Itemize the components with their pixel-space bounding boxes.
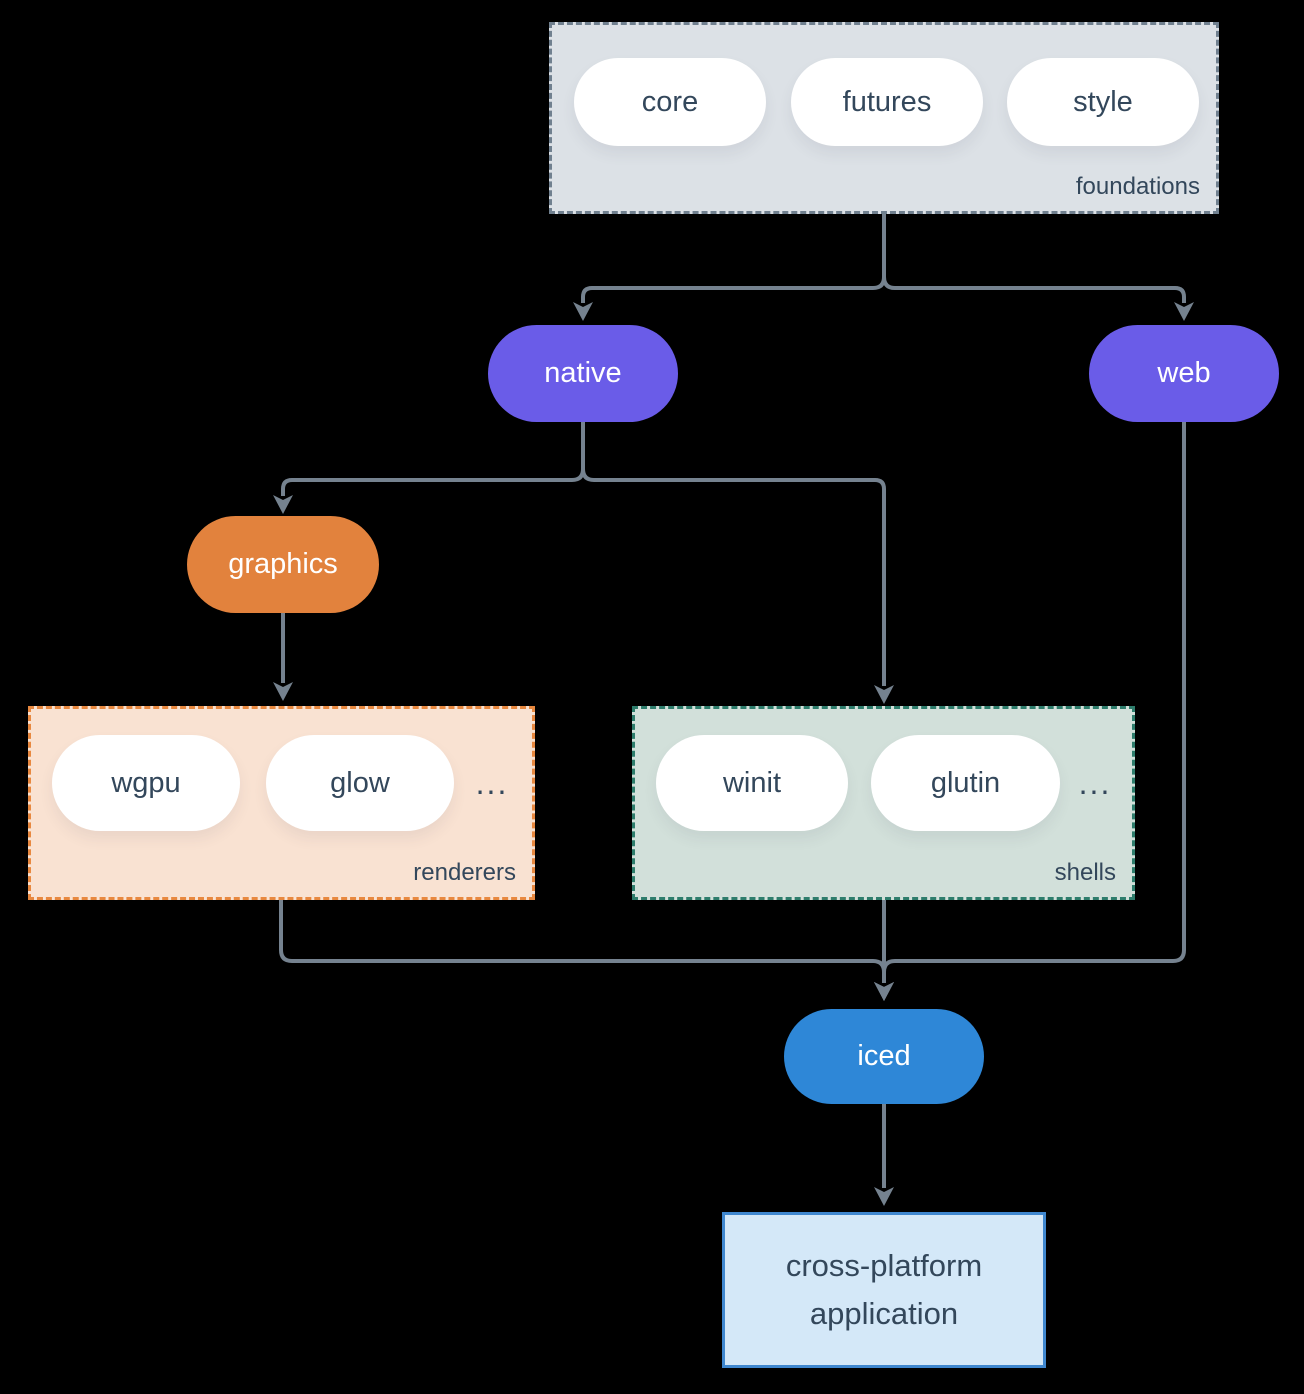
shells-ellipsis: ... <box>1078 764 1112 801</box>
chip-core: core <box>574 58 766 146</box>
node-native: native <box>488 325 678 422</box>
chip-winit: winit <box>656 735 848 831</box>
node-web: web <box>1089 325 1279 422</box>
edge-foundations-to-web <box>882 214 1194 321</box>
edge-web-to-iced <box>874 422 1186 1001</box>
foundations-group: core futures style foundations <box>549 22 1219 214</box>
edge-renderers-to-iced <box>279 900 894 1001</box>
edge-native-to-shells <box>581 422 894 704</box>
application-label-line1: cross-platform <box>785 1248 983 1283</box>
shells-group: winit glutin ... shells <box>632 706 1135 900</box>
application-label-line2: application <box>809 1296 959 1331</box>
chip-futures: futures <box>791 58 983 146</box>
node-graphics: graphics <box>187 516 379 613</box>
node-iced: iced <box>784 1009 984 1104</box>
edge-foundations-to-native <box>573 214 886 321</box>
shells-group-label: shells <box>1054 859 1116 886</box>
chip-glow: glow <box>266 735 454 831</box>
renderers-group: wgpu glow ... renderers <box>28 706 535 900</box>
renderers-group-label: renderers <box>413 859 516 886</box>
chip-glutin: glutin <box>871 735 1060 831</box>
edge-native-to-graphics <box>273 422 585 514</box>
renderers-ellipsis: ... <box>475 764 509 801</box>
chip-wgpu: wgpu <box>52 735 240 831</box>
application-box: cross-platform application <box>722 1212 1046 1368</box>
foundations-group-label: foundations <box>1075 173 1200 200</box>
chip-style: style <box>1007 58 1199 146</box>
